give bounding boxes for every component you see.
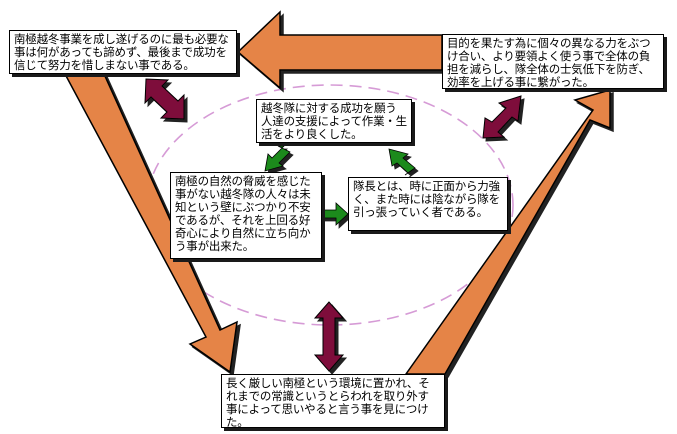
green-arrow-left-icon: [264, 145, 291, 172]
green-arrow-right-icon: [388, 148, 416, 176]
text-box-bottom: 長く厳しい南極という環境に置かれ、それまでの常識というとらわれを取り外す事によっ…: [221, 374, 445, 429]
big-arrow-top-icon: [236, 10, 443, 90]
big-arrow-left-icon: [63, 73, 238, 374]
double-arrow-top-right-icon: [482, 95, 522, 139]
text-box-top-left: 南極越冬事業を成し遂げるのに最も必要な事は何があっても諦めず、最後まで成功を信じ…: [9, 30, 237, 74]
double-arrow-top-left-icon: [144, 78, 185, 120]
double-arrow-bottom-icon: [313, 301, 345, 372]
text-box-center-right: 隊長とは、時に正面から力強く、また時には陰ながら隊を引っ張っていく者である。: [348, 177, 508, 231]
text-box-center-top: 越冬隊に対する成功を願う人達の支援によって作業・生活をより良くした。: [256, 99, 412, 143]
text-box-center-left: 南極の自然の脅威を感じた事がない越冬隊の人々は未知という壁にぶつかり不安であるが…: [170, 172, 322, 259]
green-arrow-bottom-icon: [321, 202, 349, 226]
big-arrow-right-icon: [404, 89, 611, 375]
text-box-top-right: 目的を果たす為に個々の異なる力をぶつけ合い、より要領よく使う事で全体の負担を減ら…: [442, 34, 664, 89]
